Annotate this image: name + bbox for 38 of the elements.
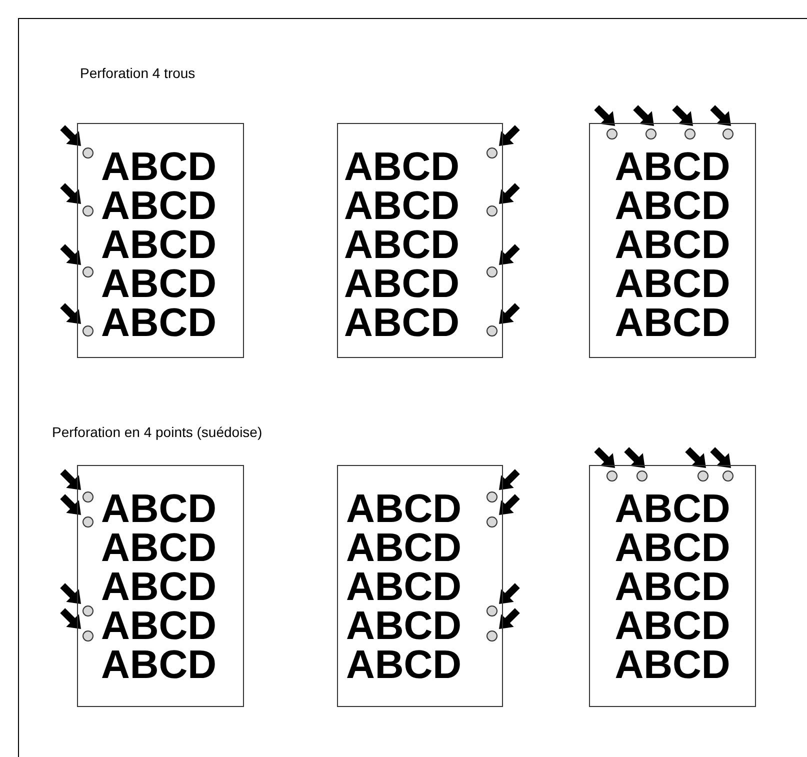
sample-text: ABCD bbox=[346, 607, 462, 646]
sample-text: ABCD bbox=[101, 148, 217, 187]
sample-text: ABCD bbox=[344, 226, 460, 265]
sample-text: ABCD bbox=[614, 148, 730, 187]
paper-sheet bbox=[589, 123, 756, 358]
sample-text: ABCD bbox=[344, 304, 460, 343]
sample-text: ABCD bbox=[614, 646, 730, 685]
sample-text: ABCD bbox=[101, 529, 217, 568]
paper-sheet bbox=[589, 465, 756, 707]
sample-text: ABCD bbox=[614, 568, 730, 607]
sample-text: ABCD bbox=[614, 529, 730, 568]
sample-text: ABCD bbox=[101, 568, 217, 607]
sample-text: ABCD bbox=[346, 490, 462, 529]
sample-text: ABCD bbox=[101, 265, 217, 304]
paper-sheet bbox=[77, 123, 244, 358]
sample-text: ABCD bbox=[344, 265, 460, 304]
sample-text: ABCD bbox=[101, 187, 217, 226]
sample-text: ABCD bbox=[101, 646, 217, 685]
sample-text: ABCD bbox=[344, 187, 460, 226]
paper-sheet bbox=[77, 465, 244, 707]
paper-sheet bbox=[337, 465, 503, 707]
sample-text: ABCD bbox=[101, 304, 217, 343]
sample-text: ABCD bbox=[614, 187, 730, 226]
paper-sheet bbox=[337, 123, 503, 358]
sample-text: ABCD bbox=[101, 490, 217, 529]
section-heading: Perforation 4 trous bbox=[80, 65, 196, 81]
sample-text: ABCD bbox=[614, 304, 730, 343]
sample-text: ABCD bbox=[344, 148, 460, 187]
sample-text: ABCD bbox=[614, 226, 730, 265]
sample-text: ABCD bbox=[101, 226, 217, 265]
sample-text: ABCD bbox=[614, 607, 730, 646]
sample-text: ABCD bbox=[346, 529, 462, 568]
sample-text: ABCD bbox=[346, 568, 462, 607]
sample-text: ABCD bbox=[614, 265, 730, 304]
sample-text: ABCD bbox=[101, 607, 217, 646]
section-heading: Perforation en 4 points (suédoise) bbox=[52, 424, 262, 440]
sample-text: ABCD bbox=[346, 646, 462, 685]
sample-text: ABCD bbox=[614, 490, 730, 529]
